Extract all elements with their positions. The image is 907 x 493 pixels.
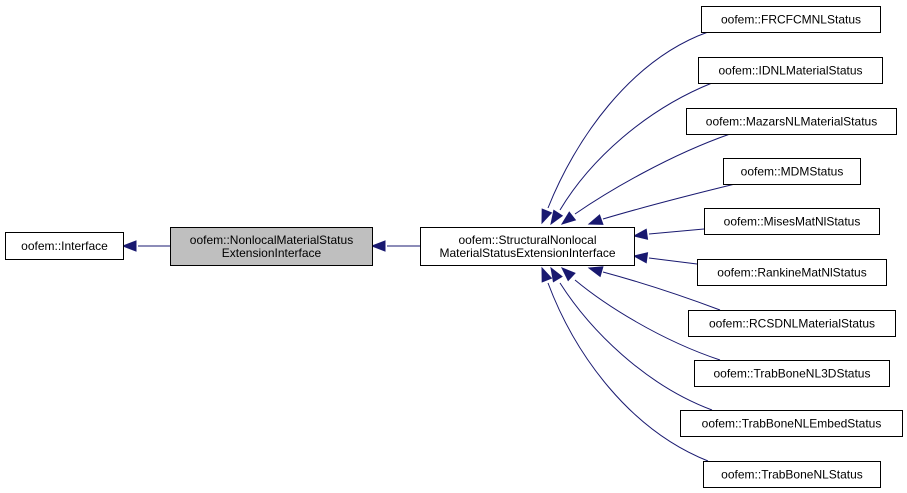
class-box [704,208,880,235]
edge-line [648,228,705,235]
inheritance-arrowhead [550,209,564,226]
edge-trabnl-to-structural [541,266,709,462]
class-node-frcfcm[interactable]: oofem::FRCFCMNLStatus [701,6,881,33]
inheritance-arrowhead [587,266,604,278]
class-box [694,360,890,387]
class-name-label: oofem::RankineMatNlStatus [717,266,866,280]
class-box [701,6,881,33]
inheritance-arrowhead [632,252,649,264]
class-node-rankine[interactable]: oofem::RankineMatNlStatus [697,259,887,286]
class-box [686,108,897,135]
edge-line [574,133,731,215]
class-node-trabembed[interactable]: oofem::TrabBoneNLEmbedStatus [680,410,903,437]
edge-line [547,31,709,209]
inheritance-arrowhead [121,240,137,252]
class-name-label: ExtensionInterface [222,246,322,260]
edge-nonlocal-to-interface [121,240,170,252]
inheritance-arrowhead [550,266,563,283]
class-name-label: oofem::NonlocalMaterialStatus [190,233,353,247]
inheritance-arrowhead [632,228,649,240]
class-name-label: oofem::MisesMatNlStatus [724,215,861,229]
class-box [698,57,883,84]
class-node-mdm[interactable]: oofem::MDMStatus [723,158,861,185]
class-name-label: oofem::MazarsNLMaterialStatus [706,115,877,129]
class-box [703,461,881,488]
edge-mazars-to-structural [560,133,731,225]
edge-trabembed-to-structural [550,266,713,411]
class-name-label: oofem::TrabBoneNL3DStatus [714,367,871,381]
edge-frcfcm-to-structural [541,31,709,225]
class-box [5,232,124,260]
class-node-idnl[interactable]: oofem::IDNLMaterialStatus [698,57,883,84]
class-box [723,158,861,185]
class-node-trab3d[interactable]: oofem::TrabBoneNL3DStatus [694,360,890,387]
class-name-label: oofem::TrabBoneNLStatus [721,468,863,482]
edge-line [602,271,721,311]
class-name-label: MaterialStatusExtensionInterface [439,246,615,260]
class-node-rcsdnl[interactable]: oofem::RCSDNLMaterialStatus [688,310,896,337]
edge-rcsdnl-to-structural [587,266,721,311]
edge-line [574,279,721,361]
class-name-label: oofem::StructuralNonlocal [458,233,596,247]
class-node-mazars[interactable]: oofem::MazarsNLMaterialStatus [686,108,897,135]
inheritance-arrowhead [541,266,553,283]
edge-mises-to-structural [632,228,705,240]
edge-rankine-to-structural [632,252,698,265]
class-node-structural[interactable]: oofem::StructuralNonlocalMaterialStatusE… [420,227,635,266]
edge-mdm-to-structural [587,183,736,225]
edge-line [602,183,736,220]
edge-line [648,257,698,265]
edge-line [559,282,713,411]
class-node-nonlocal: oofem::NonlocalMaterialStatusExtensionIn… [170,227,373,266]
edge-line [559,82,713,211]
class-box [697,259,887,286]
inheritance-arrowhead [560,267,576,282]
edge-line [547,282,709,462]
class-name-label: oofem::RCSDNLMaterialStatus [709,317,875,331]
class-box [688,310,896,337]
edge-trab3d-to-structural [560,267,721,361]
class-node-mises[interactable]: oofem::MisesMatNlStatus [704,208,880,235]
class-box [170,227,373,266]
class-node-trabnl[interactable]: oofem::TrabBoneNLStatus [703,461,881,488]
edge-idnl-to-structural [550,82,713,226]
class-name-label: oofem::FRCFCMNLStatus [721,13,861,27]
inheritance-arrowhead [587,214,604,225]
class-node-interface[interactable]: oofem::Interface [5,232,124,260]
class-name-label: oofem::MDMStatus [741,165,844,179]
inheritance-arrowhead [370,240,386,252]
class-box [680,410,903,437]
class-name-label: oofem::IDNLMaterialStatus [718,64,862,78]
inheritance-arrowhead [560,211,577,225]
inheritance-arrowhead [541,208,553,225]
class-box [420,227,635,266]
edge-structural-to-nonlocal [370,240,420,252]
edges-layer [121,31,736,462]
class-name-label: oofem::TrabBoneNLEmbedStatus [702,417,882,431]
class-name-label: oofem::Interface [21,239,108,253]
nodes-layer: oofem::Interface oofem::NonlocalMaterialS… [5,6,903,488]
